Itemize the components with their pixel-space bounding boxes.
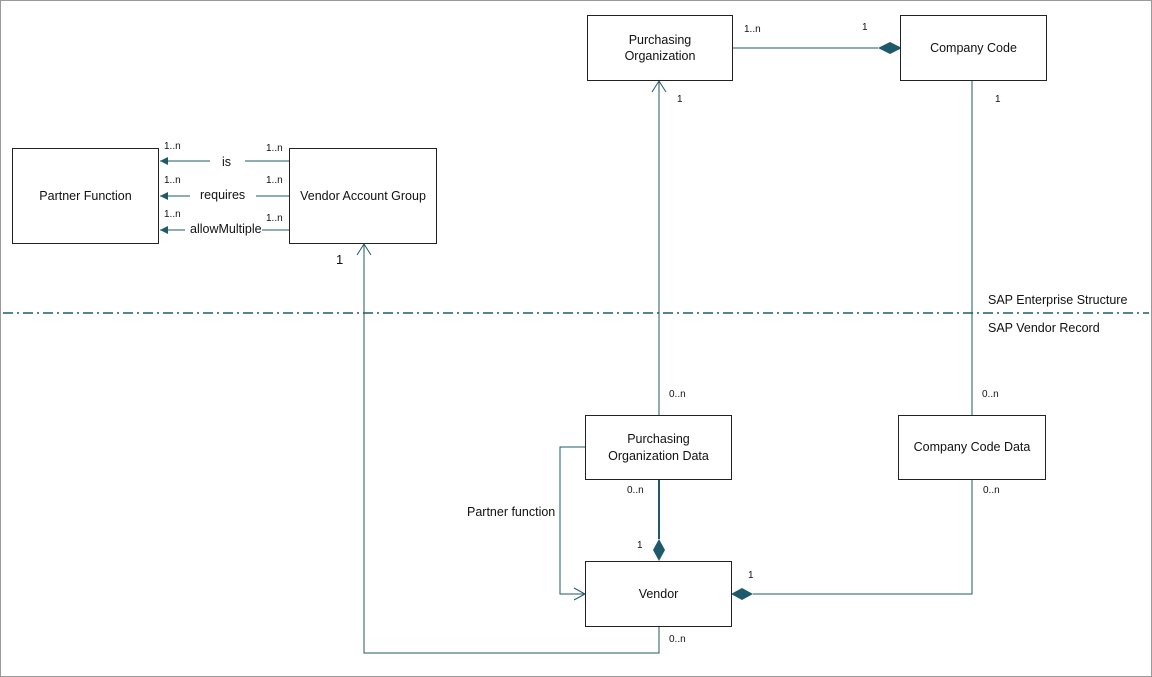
ccd-top-multiplicity: 0..n [982,389,999,400]
allowmultiple-relation-label: allowMultiple [190,222,262,236]
requires-source-multiplicity: 1..n [266,175,283,186]
vendor-account-group-label: Vendor Account Group [300,188,426,203]
vendor-vag-connector [363,244,660,654]
purchasing-organization-label-line2: Organization [624,49,696,63]
vendor-label: Vendor [638,586,679,601]
ccd-vendor-connector [753,480,973,595]
purchasing-organization-data-label-line2: Organization Data [608,448,709,463]
cc-bottom-multiplicity: 1 [995,94,1001,105]
pod-top-multiplicity: 0..n [669,389,686,400]
is-source-multiplicity: 1..n [266,143,283,154]
po-bottom-multiplicity: 1 [677,94,683,105]
vendor-right-multiplicity: 1 [748,570,754,581]
requires-target-multiplicity: 1..n [164,175,181,186]
allow-target-multiplicity: 1..n [164,209,181,220]
partner-function-label: Partner Function [39,188,132,203]
ccd-vendor-diamond [731,588,753,600]
allow-source-multiplicity: 1..n [266,213,283,224]
company-code-data-label: Company Code Data [913,440,1031,455]
vendor-bottom-multiplicity: 0..n [669,634,686,645]
partner-function-box: Partner Function [12,148,159,244]
pod-to-po-arrowhead [651,80,667,93]
ccd-bottom-multiplicity: 0..n [983,485,1000,496]
purchasing-organization-label-line1: Purchasing [628,32,692,47]
company-code-box: Company Code [900,15,1047,81]
partner-function-relation-label: Partner function [467,505,556,519]
company-code-data-box: Company Code Data [898,415,1046,480]
po-cc-diamond [878,42,902,54]
purchasing-organization-data-label-line1: Purchasing [627,432,690,447]
vendor-box: Vendor [585,561,732,627]
po-cc-left-multiplicity: 1..n [744,24,761,35]
enterprise-structure-label: SAP Enterprise Structure [988,293,1128,307]
pod-vendor-diamond [653,539,665,561]
po-cc-right-multiplicity: 1 [862,22,868,33]
purchasing-organization-data-box: Purchasing Organization Data [585,415,732,480]
is-relation-label: is [222,155,232,169]
purchasing-organization-box: Purchasing Organization [587,15,733,81]
vendor-vag-arrowhead [356,243,372,256]
vendor-record-label: SAP Vendor Record [988,321,1100,335]
vendor-top-multiplicity: 1 [637,540,643,551]
vag-multiplicity: 1 [336,252,344,267]
partner-function-connector [559,446,585,595]
pod-bottom-multiplicity: 0..n [627,485,644,496]
company-code-label: Company Code [930,40,1017,55]
requires-relation-label: requires [200,188,246,202]
is-target-multiplicity: 1..n [164,141,181,152]
vendor-account-group-box: Vendor Account Group [289,148,437,244]
